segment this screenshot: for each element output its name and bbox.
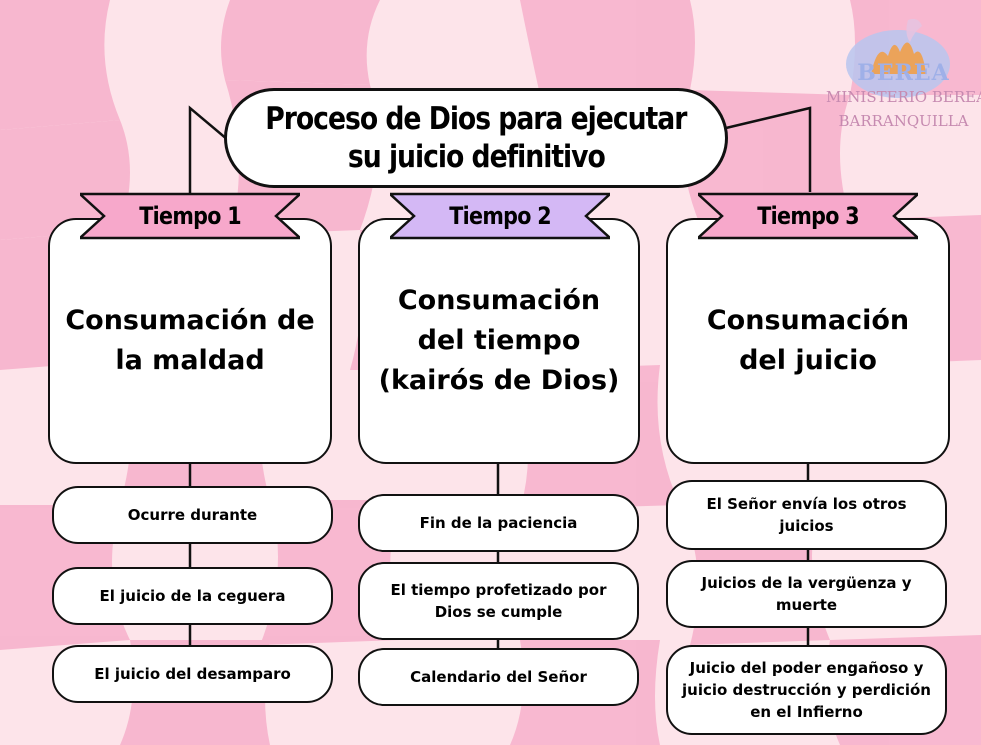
banner-shape-3 bbox=[698, 192, 918, 240]
item-3-2: Juicios de la vergüenza y muerte bbox=[666, 560, 947, 628]
diagram-title: Proceso de Dios para ejecutar su juicio … bbox=[224, 88, 728, 188]
banner-1: Tiempo 1 bbox=[80, 192, 300, 240]
heading-1: Consumación de la maldad bbox=[65, 305, 315, 376]
item-1-1: Ocurre durante bbox=[52, 486, 333, 544]
item-text-3-3: Juicio del poder engañoso y juicio destr… bbox=[682, 659, 931, 721]
banner-label-1: Tiempo 1 bbox=[139, 202, 241, 230]
item-1-2: El juicio de la ceguera bbox=[52, 567, 333, 625]
title-line-1: Proceso de Dios para ejecutar bbox=[265, 101, 687, 137]
title-line-2: su juicio definitivo bbox=[347, 139, 606, 175]
heading-box-1: Consumación de la maldad bbox=[48, 218, 332, 464]
berea-logo: BEREA MINISTERIO BEREA BARRANQUILLA bbox=[826, 12, 981, 142]
banner-shape-2 bbox=[390, 192, 610, 240]
item-text-2-3: Calendario del Señor bbox=[410, 668, 587, 686]
item-2-2: El tiempo profetizado por Dios se cumple bbox=[358, 562, 639, 640]
item-text-1-3: El juicio del desamparo bbox=[94, 665, 291, 683]
item-text-1-1: Ocurre durante bbox=[127, 506, 258, 524]
logo-line-1: MINISTERIO BEREA bbox=[826, 88, 981, 106]
item-2-1: Fin de la paciencia bbox=[358, 494, 639, 552]
item-text-3-2: Juicios de la vergüenza y muerte bbox=[701, 574, 912, 614]
logo-emblem bbox=[846, 18, 950, 98]
banner-shape-1 bbox=[80, 192, 300, 240]
item-text-3-1: El Señor envía los otros juicios bbox=[706, 495, 907, 535]
item-2-3: Calendario del Señor bbox=[358, 648, 639, 706]
logo-line-2: BARRANQUILLA bbox=[838, 112, 969, 130]
item-1-3: El juicio del desamparo bbox=[52, 645, 333, 703]
item-text-1-2: El juicio de la ceguera bbox=[99, 587, 286, 605]
heading-box-2: Consumación del tiempo (kairós de Dios) bbox=[358, 218, 640, 464]
heading-3: Consumación del juicio bbox=[706, 305, 910, 376]
item-3-1: El Señor envía los otros juicios bbox=[666, 480, 947, 550]
item-text-2-1: Fin de la paciencia bbox=[419, 514, 578, 532]
banner-label-2: Tiempo 2 bbox=[449, 202, 551, 230]
heading-2: Consumación del tiempo (kairós de Dios) bbox=[378, 285, 620, 396]
item-3-3: Juicio del poder engañoso y juicio destr… bbox=[666, 645, 947, 735]
banner-3: Tiempo 3 bbox=[698, 192, 918, 240]
heading-box-3: Consumación del juicio bbox=[666, 218, 950, 464]
banner-label-3: Tiempo 3 bbox=[757, 202, 859, 230]
item-text-2-2: El tiempo profetizado por Dios se cumple bbox=[390, 581, 607, 621]
banner-2: Tiempo 2 bbox=[390, 192, 610, 240]
logo-name: BEREA bbox=[857, 60, 950, 86]
